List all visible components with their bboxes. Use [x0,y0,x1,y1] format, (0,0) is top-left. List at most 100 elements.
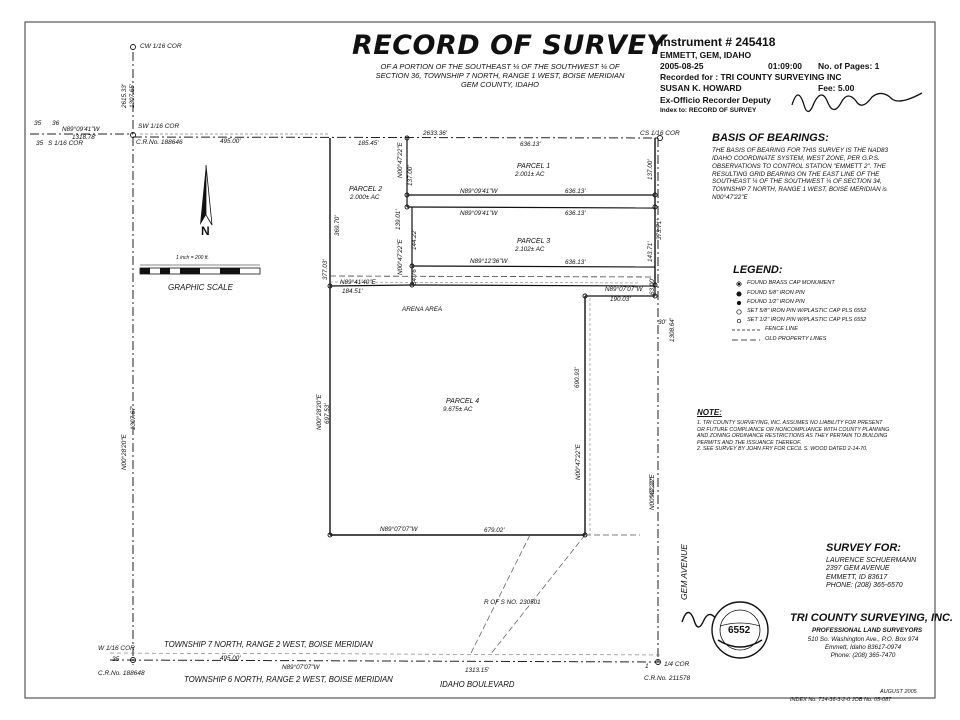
dim-label: 2633.36' [423,130,447,137]
cr-number-1: C.R.No. 188646 [136,139,183,146]
cr-number-2: C.R.No. 188648 [98,670,145,677]
parcel2-area: 2.000± AC [350,194,380,201]
firm-line: Emmett, Idaho 83617-0974 [824,643,902,651]
dim-label: 932.22' [649,477,656,498]
note-line: AND ZONING ORDINANCE RESTRICTIONS AS THE… [697,433,888,440]
dim-label: 1318.78' [72,134,96,141]
dim-label: 690.93' [574,367,581,388]
instrument-pages: No. of Pages: 1 [818,61,880,71]
township6-label: TOWNSHIP 6 NORTH, RANGE 2 WEST, BOISE ME… [184,675,393,684]
firm-name: TRI COUNTY SURVEYING, INC. [790,612,953,624]
legend-heading: LEGEND: [733,264,783,276]
dim-label: 190.03' [610,296,631,303]
basis-line: RESULTING GRID BEARING ON THE EAST LINE … [712,170,880,178]
road-edge [109,652,661,656]
note-line: 1. TRI COUNTY SURVEYING, INC. ASSUMES NO… [697,420,883,426]
parcel3-south [411,265,656,268]
surveyor-seal [711,601,769,659]
instrument-time: 01:09:00 [768,61,803,71]
instrument-location: EMMETT, GEM, IDAHO [660,50,752,60]
dim-label: 1307.67' [130,406,137,430]
dim-label: N89°09'41"W [62,126,100,133]
township7-label: TOWNSHIP 7 NORTH, RANGE 2 WEST, BOISE ME… [164,640,373,649]
dim-label: 495.00' [220,655,241,662]
legend-item: FOUND 5/8" IRON PIN [747,290,805,296]
surveyor-signature [681,611,719,628]
survey-for-line: 2397 GEM AVENUE [826,565,890,573]
s16-corner-label: S 1/16 COR [48,140,84,147]
survey-for-line: PHONE: (208) 365-6570 [826,582,903,590]
note-line: OR FUTURE COMPLIANCE OR NONCOMPLIANCE WI… [697,426,890,433]
dim-label: N89°07'07"W [282,664,320,671]
dim-label: N00°47'22"E [397,239,404,275]
section-number: 1 [645,663,649,670]
instrument-recorded-for: Recorded for : TRI COUNTY SURVEYING INC [660,72,842,82]
instrument-number: Instrument # 245418 [660,35,776,49]
dim-label: N89°09'41"W [460,188,498,195]
sw-corner-label: SW 1/16 COR [138,123,180,130]
dim-label: 144.22' [411,229,418,250]
legend-item: FENCE LINE [765,326,798,332]
gem-avenue-label: GEM AVENUE [679,544,689,600]
section-number: 36 [52,120,60,127]
idaho-blvd-label: IDAHO BOULEVARD [440,680,515,689]
dim-label: 63.00' [649,278,656,295]
parcel3-name: PARCEL 3 [517,238,551,245]
dim-label: 137.00' [407,165,414,186]
section-number: 35 [112,656,120,663]
dim-label: 636.13' [565,188,586,195]
survey-for-heading: SURVEY FOR: [826,542,901,554]
dim-label: N89°07'07"W [380,526,418,533]
dim-label: 30' [658,319,667,326]
dim-label: 636.13' [565,259,586,266]
parcel2-south [329,284,413,287]
dim-label: N00°47'22"E [397,142,404,178]
instrument-deputy: Ex-Officio Recorder Deputy [660,95,771,105]
scale-text: 1 inch = 200 ft. [176,255,209,261]
cw-corner-label: CW 1/16 COR [140,43,182,50]
dim-label: N89°09'41"W [460,210,498,217]
instrument-index: Index to: RECORD OF SURVEY [660,107,757,114]
dim-label: 1307.65' [129,84,136,108]
dim-label: 34.76' [411,268,418,285]
instrument-recorder: SUSAN K. HOWARD [660,83,742,93]
survey-for-text: LAURENCE SCHUERMANN 2397 GEM AVENUE EMME… [826,557,916,591]
old-property-line [329,275,656,278]
south-section-line [109,659,661,663]
dim-label: N00°47'22"E [575,444,582,480]
dim-label: 137.00' [647,159,654,180]
basis-line: THE BASIS OF BEARING FOR THIS SURVEY IS … [712,147,889,154]
parcel4-name: PARCEL 4 [446,398,480,405]
legend-item: SET 5/8" IRON PIN W/PLASTIC CAP PLS 6552 [747,308,867,314]
graphic-scale-label: GRAPHIC SCALE [168,283,233,292]
firm-line: 510 So. Washington Ave., P.O. Box 974 [807,636,919,643]
dim-label: 697.53' [324,403,331,424]
ros-label: R OF S NO. 230501 [484,599,541,606]
legend-symbols [732,281,760,341]
basis-line: TOWNSHIP 7 NORTH, RANGE 1 WEST, BOISE ME… [712,186,887,194]
dim-label: N89°41'40"E [340,279,376,286]
dim-label: 1308.64' [669,318,676,342]
basis-text: THE BASIS OF BEARING FOR THIS SURVEY IS … [712,147,888,202]
dim-label: 495.00' [220,138,241,145]
parcel1-area: 2.001± AC [515,171,545,178]
dim-label: N00°28'20"E [121,434,128,470]
arena-area-label: ARENA AREA [402,306,443,313]
basis-heading: BASIS OF BEARINGS: [712,132,829,144]
footer-date: AUGUST 2005 [880,689,917,695]
dim-label: 139.01' [395,209,402,230]
north-arrow-icon [200,164,213,226]
basis-line: SOUTHEAST ¼ OF THE SOUTHWEST ¼ OF SECTIO… [712,178,882,186]
dim-label: 184.51' [342,288,363,295]
instrument-fee: Fee: 5.00 [818,83,855,93]
note-text: 1. TRI COUNTY SURVEYING, INC. ASSUMES NO… [697,420,889,453]
parcel3-area: 2.102± AC [515,246,545,253]
w16-corner-label: W 1/16 COR [98,645,135,652]
graphic-scale-bar [139,264,261,275]
quarter-corner-label: 1/4 COR [664,661,690,668]
dim-label: 2615.33' [121,84,128,108]
dim-label: N00°28'20"E [316,394,323,430]
monuments [130,44,663,665]
note-heading: NOTE: [697,408,722,417]
note-line: 2. SEE SURVEY BY JOHN FRY FOR CECIL S. W… [697,446,868,453]
